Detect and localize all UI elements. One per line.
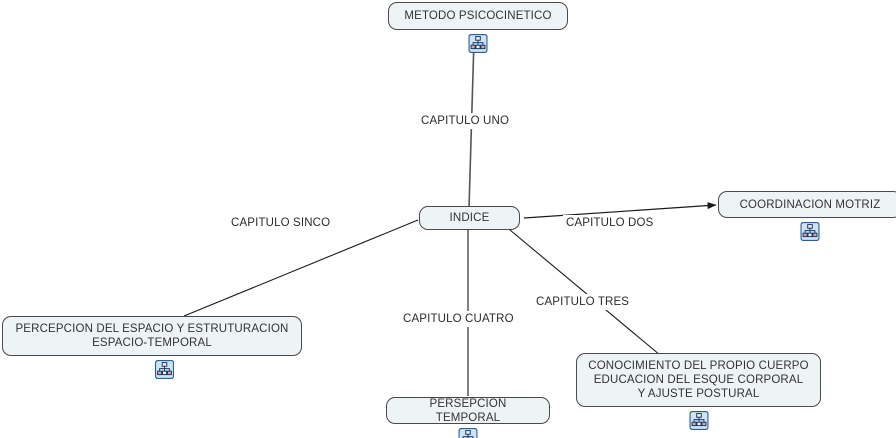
hierarchy-icon[interactable] — [688, 397, 709, 431]
node-conocimiento-propio-cuerpo[interactable]: CONOCIMIENTO DEL PROPIO CUERPO EDUCACION… — [576, 353, 821, 431]
node-coordinacion-motriz[interactable]: COORDINACION MOTRIZ — [718, 191, 896, 242]
node-label: PERSEPCION TEMPORAL — [429, 397, 507, 424]
node-metodo-psicocinetico[interactable]: METODO PSICOCINETICO — [388, 2, 568, 54]
node-persepcion-temporal[interactable]: PERSEPCION TEMPORAL — [386, 397, 550, 438]
node-label: INDICE — [449, 212, 490, 224]
edge-label-capitulo-tres[interactable]: CAPITULO TRES — [533, 294, 633, 310]
hierarchy-icon[interactable] — [468, 20, 488, 54]
node-percepcion-espacio[interactable]: PERCEPCION DEL ESPACIO Y ESTRUTURACION E… — [2, 316, 302, 380]
edge-label-capitulo-uno[interactable]: CAPITULO UNO — [418, 113, 513, 129]
edge-label-capitulo-dos[interactable]: CAPITULO DOS — [563, 215, 657, 231]
edge-line-capitulo-dos — [523, 202, 717, 219]
hierarchy-icon[interactable] — [154, 346, 175, 380]
hierarchy-icon[interactable] — [458, 414, 478, 438]
node-indice[interactable]: INDICE — [419, 206, 520, 230]
node-label: CONOCIMIENTO DEL PROPIO CUERPO EDUCACION… — [588, 360, 809, 400]
edge-line-capitulo-sinco — [183, 219, 419, 317]
node-label: PERCEPCION DEL ESPACIO Y ESTRUTURACION E… — [15, 323, 289, 349]
node-label: METODO PSICOCINETICO — [404, 10, 552, 22]
node-label: COORDINACION MOTRIZ — [739, 198, 881, 211]
edge-label-capitulo-cuatro[interactable]: CAPITULO CUATRO — [400, 311, 517, 327]
edge-line-capitulo-tres — [509, 229, 661, 356]
edge-label-capitulo-sinco[interactable]: CAPITULO SINCO — [228, 215, 334, 231]
hierarchy-icon[interactable] — [800, 208, 820, 242]
